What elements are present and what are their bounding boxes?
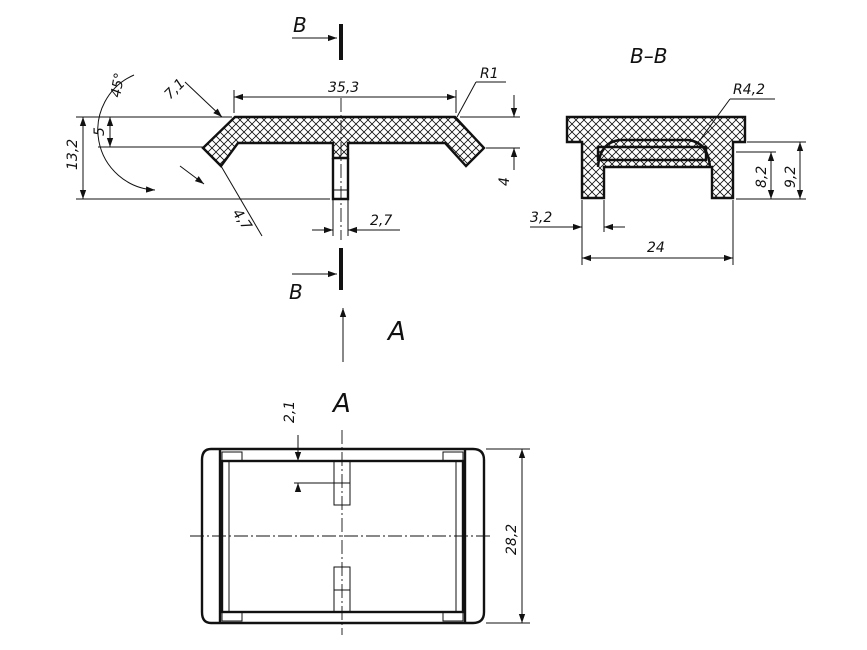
section-view-body <box>565 115 747 200</box>
dim-height: 13,2 <box>65 139 81 170</box>
dim-outer-height: 9,2 <box>783 166 799 188</box>
dim-radius-r1: R1 <box>480 66 499 82</box>
plan-outline <box>200 447 486 625</box>
front-view-section-body <box>201 115 486 168</box>
dim-inner-height: 8,2 <box>754 166 770 188</box>
dim-pin-width: 2,7 <box>370 213 392 229</box>
dim-pin-gap: 2,1 <box>282 401 298 423</box>
front-view: B B A 35,3 R1 7,1 45° 5 13,2 <box>65 13 520 362</box>
dim-width: 24 <box>647 240 665 256</box>
section-view: B–B R4,2 8,2 9,2 3,2 24 <box>530 44 806 265</box>
center-pin <box>331 158 350 201</box>
section-marker-bottom: B <box>289 280 303 304</box>
dim-angle: 45° <box>108 71 128 98</box>
dim-chamfer-length: 7,1 <box>162 76 189 103</box>
view-title: A <box>331 389 351 419</box>
dim-radius-r4: R4,2 <box>733 82 765 98</box>
dim-plan-height: 28,2 <box>504 524 520 555</box>
plan-view: A 2,1 28,2 <box>190 389 530 635</box>
section-title: B–B <box>630 44 667 68</box>
dim-length: 35,3 <box>328 80 359 96</box>
dim-lip: 4 <box>497 177 513 186</box>
dim-depth: 5 <box>92 127 108 136</box>
view-arrow-letter: A <box>386 317 406 347</box>
dim-chamfer-leg: 4,7 <box>229 206 255 233</box>
dim-wall: 3,2 <box>530 210 552 226</box>
section-marker-top: B <box>293 13 307 37</box>
